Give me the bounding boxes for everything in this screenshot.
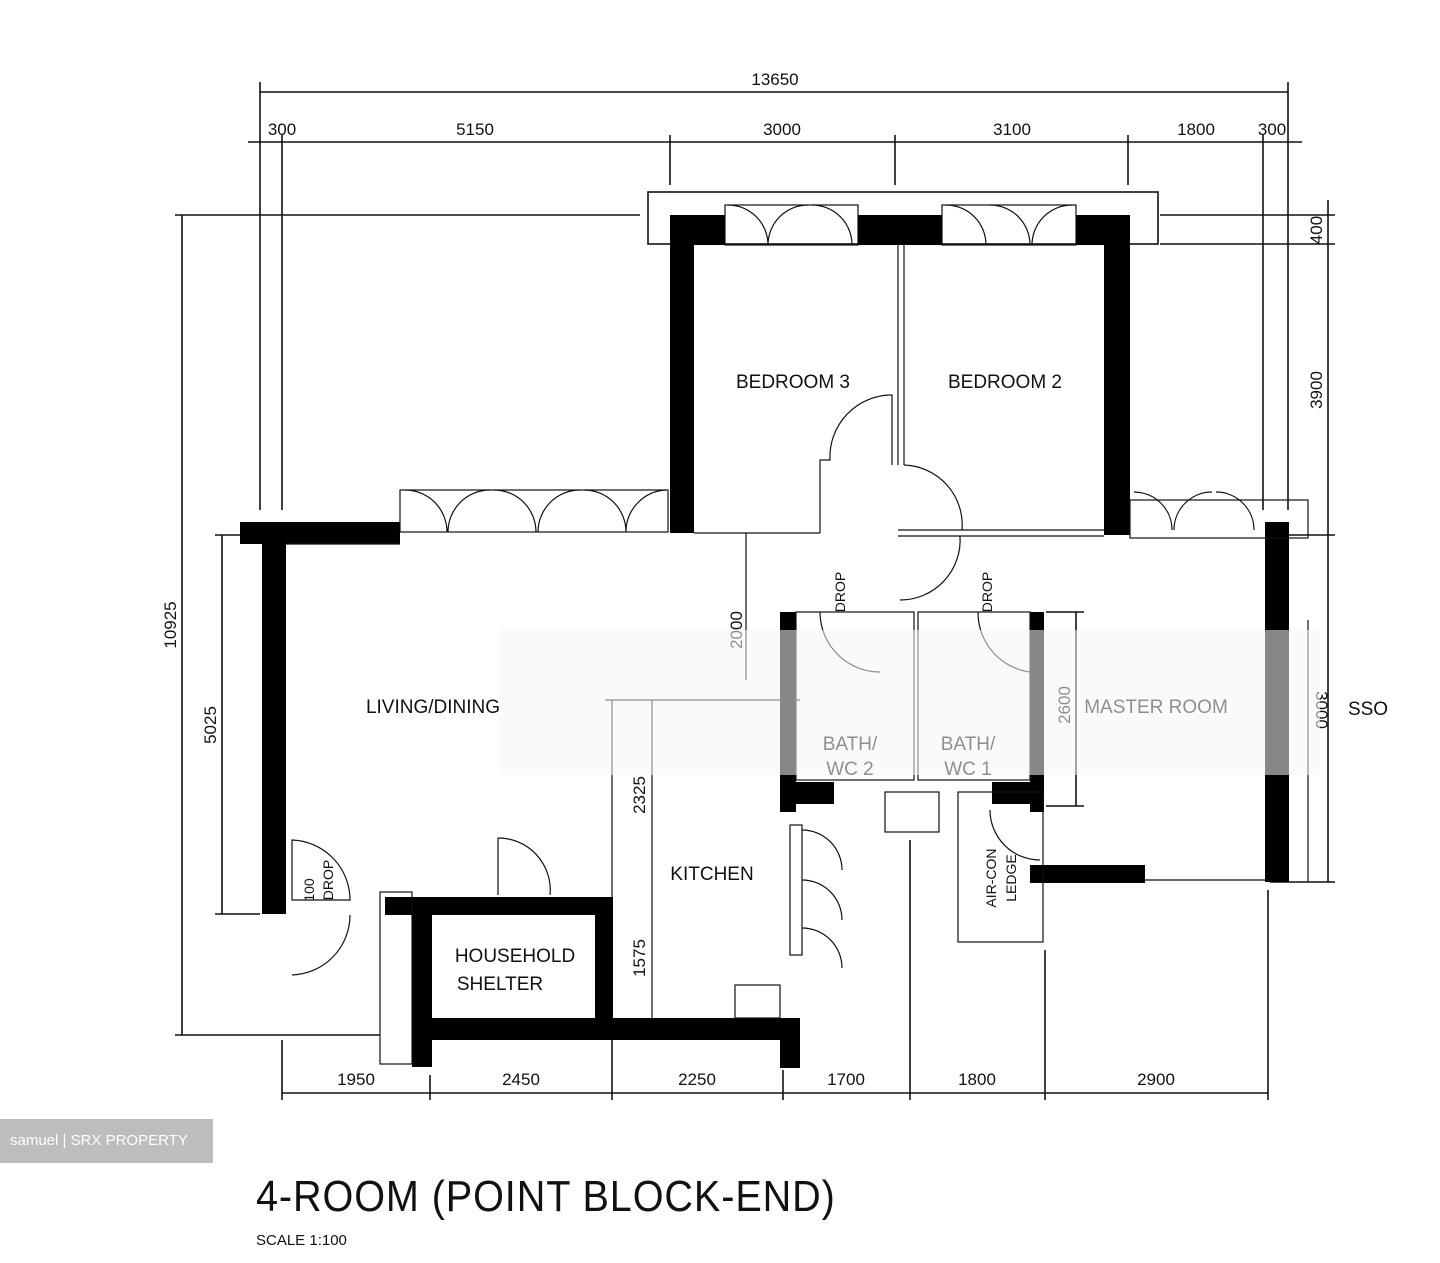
svg-text:3900: 3900 bbox=[1307, 371, 1326, 409]
svg-text:1950: 1950 bbox=[337, 1070, 375, 1089]
label-kitchen: KITCHEN bbox=[670, 864, 753, 885]
svg-text:300: 300 bbox=[1258, 120, 1286, 139]
label-drop-100: 100 bbox=[301, 878, 317, 902]
label-living-dining: LIVING/DINING bbox=[366, 697, 500, 718]
label-ledge: LEDGE bbox=[1003, 854, 1019, 901]
plan-scale: SCALE 1:100 bbox=[256, 1232, 347, 1249]
svg-text:5150: 5150 bbox=[456, 120, 494, 139]
right-dimensions: 400 3900 3000 bbox=[1160, 200, 1335, 883]
svg-text:3100: 3100 bbox=[993, 120, 1031, 139]
svg-text:2325: 2325 bbox=[630, 776, 649, 814]
svg-text:1700: 1700 bbox=[827, 1070, 865, 1089]
windows bbox=[399, 204, 1255, 969]
label-drop-2: DROP bbox=[979, 572, 995, 612]
svg-text:3000: 3000 bbox=[763, 120, 801, 139]
label-household-shelter-1: HOUSEHOLD bbox=[455, 946, 575, 967]
watermark: samuel | SRX PROPERTY bbox=[0, 1119, 213, 1163]
svg-text:2450: 2450 bbox=[502, 1070, 540, 1089]
svg-text:13650: 13650 bbox=[751, 70, 798, 89]
bottom-dimensions: 1950 2450 2250 1700 1800 2900 bbox=[281, 840, 1269, 1100]
svg-text:300: 300 bbox=[268, 120, 296, 139]
left-dimensions: 10925 5025 bbox=[161, 214, 640, 1036]
blurred-overlay bbox=[500, 630, 1320, 775]
svg-text:10925: 10925 bbox=[161, 601, 180, 648]
svg-text:2900: 2900 bbox=[1137, 1070, 1175, 1089]
top-dimensions: 13650 300 5150 3000 3100 1800 300 bbox=[248, 70, 1302, 510]
plan-title: 4-ROOM (POINT BLOCK-END) bbox=[256, 1172, 836, 1221]
label-drop-1: DROP bbox=[832, 572, 848, 612]
label-household-shelter-2: SHELTER bbox=[457, 974, 543, 995]
svg-text:5025: 5025 bbox=[201, 706, 220, 744]
svg-text:400: 400 bbox=[1307, 216, 1326, 244]
label-bedroom-2: BEDROOM 2 bbox=[948, 372, 1062, 393]
label-service: SSO bbox=[1348, 699, 1388, 720]
svg-text:1575: 1575 bbox=[630, 939, 649, 977]
svg-text:2250: 2250 bbox=[678, 1070, 716, 1089]
svg-text:1800: 1800 bbox=[1177, 120, 1215, 139]
label-aircon: AIR-CON bbox=[983, 848, 999, 907]
svg-text:1800: 1800 bbox=[958, 1070, 996, 1089]
label-bedroom-3: BEDROOM 3 bbox=[736, 372, 850, 393]
label-drop-3: DROP bbox=[320, 860, 336, 900]
